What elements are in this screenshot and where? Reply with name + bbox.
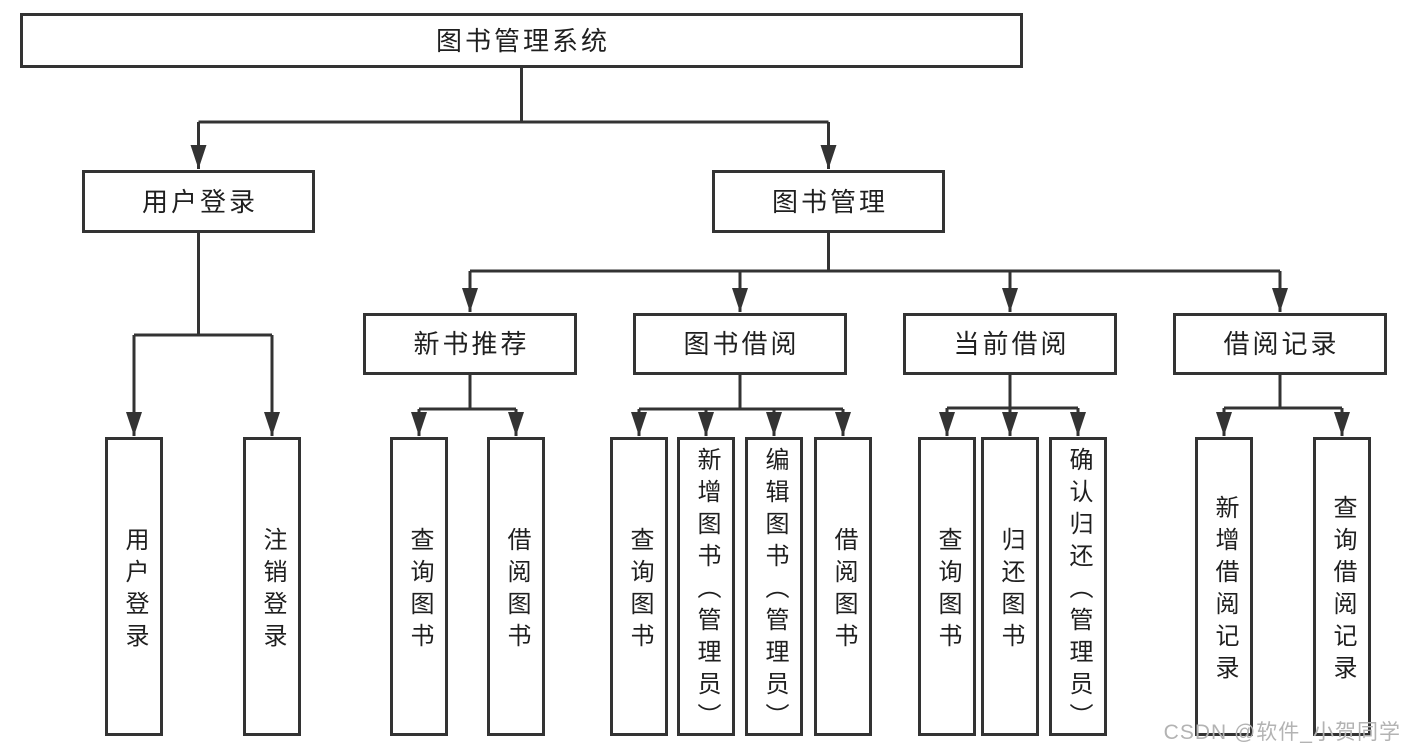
leaf-borrow-books-label: 借阅图书: [830, 526, 857, 655]
leaf-query-books-recommend: 查询图书: [390, 437, 448, 736]
leaf-user-login-label: 用户登录: [121, 526, 148, 655]
node-book-borrow: 图书借阅: [633, 313, 847, 375]
node-new-book-recommend: 新书推荐: [363, 313, 577, 375]
leaf-return-books: 归还图书: [981, 437, 1039, 736]
leaf-logout: 注销登录: [243, 437, 301, 736]
leaf-add-borrow-record-label: 新增借阅记录: [1211, 494, 1238, 687]
node-book-management: 图书管理: [712, 170, 945, 233]
node-current-borrow: 当前借阅: [903, 313, 1117, 375]
leaf-return-books-label: 归还图书: [997, 526, 1024, 655]
leaf-confirm-return-admin: 确认归还（管理员）: [1049, 437, 1107, 736]
leaf-confirm-return-admin-label: 确认归还（管理员）: [1065, 446, 1092, 735]
leaf-edit-books-admin: 编辑图书（管理员）: [745, 437, 803, 736]
leaf-query-books-borrow-label: 查询图书: [626, 526, 653, 655]
node-borrow-records: 借阅记录: [1173, 313, 1387, 375]
node-root-label: 图书管理系统: [435, 25, 610, 56]
leaf-query-books-recommend-label: 查询图书: [406, 526, 433, 655]
leaf-query-books-current: 查询图书: [918, 437, 976, 736]
node-borrow-records-label: 借阅记录: [1223, 329, 1340, 359]
leaf-add-books-admin-label: 新增图书（管理员）: [693, 446, 720, 735]
leaf-add-books-admin: 新增图书（管理员）: [677, 437, 735, 736]
leaf-user-login: 用户登录: [105, 437, 163, 736]
csdn-watermark: CSDN @软件_小贺同学: [1163, 721, 1401, 744]
leaf-add-borrow-record: 新增借阅记录: [1195, 437, 1253, 736]
leaf-borrow-books: 借阅图书: [814, 437, 872, 736]
node-book-borrow-label: 图书借阅: [683, 329, 800, 359]
node-root: 图书管理系统: [20, 13, 1023, 68]
leaf-query-books-current-label: 查询图书: [934, 526, 961, 655]
node-current-borrow-label: 当前借阅: [953, 329, 1070, 359]
node-user-login: 用户登录: [82, 170, 315, 233]
leaf-query-borrow-record-label: 查询借阅记录: [1329, 494, 1356, 687]
leaf-query-books-borrow: 查询图书: [610, 437, 668, 736]
node-book-management-label: 图书管理: [771, 186, 888, 217]
leaf-borrow-books-recommend-label: 借阅图书: [503, 526, 530, 655]
leaf-borrow-books-recommend: 借阅图书: [487, 437, 545, 736]
node-user-login-label: 用户登录: [141, 186, 258, 217]
leaf-edit-books-admin-label: 编辑图书（管理员）: [761, 446, 788, 735]
leaf-query-borrow-record: 查询借阅记录: [1313, 437, 1371, 736]
node-new-book-recommend-label: 新书推荐: [413, 329, 530, 359]
leaf-logout-label: 注销登录: [259, 526, 286, 655]
